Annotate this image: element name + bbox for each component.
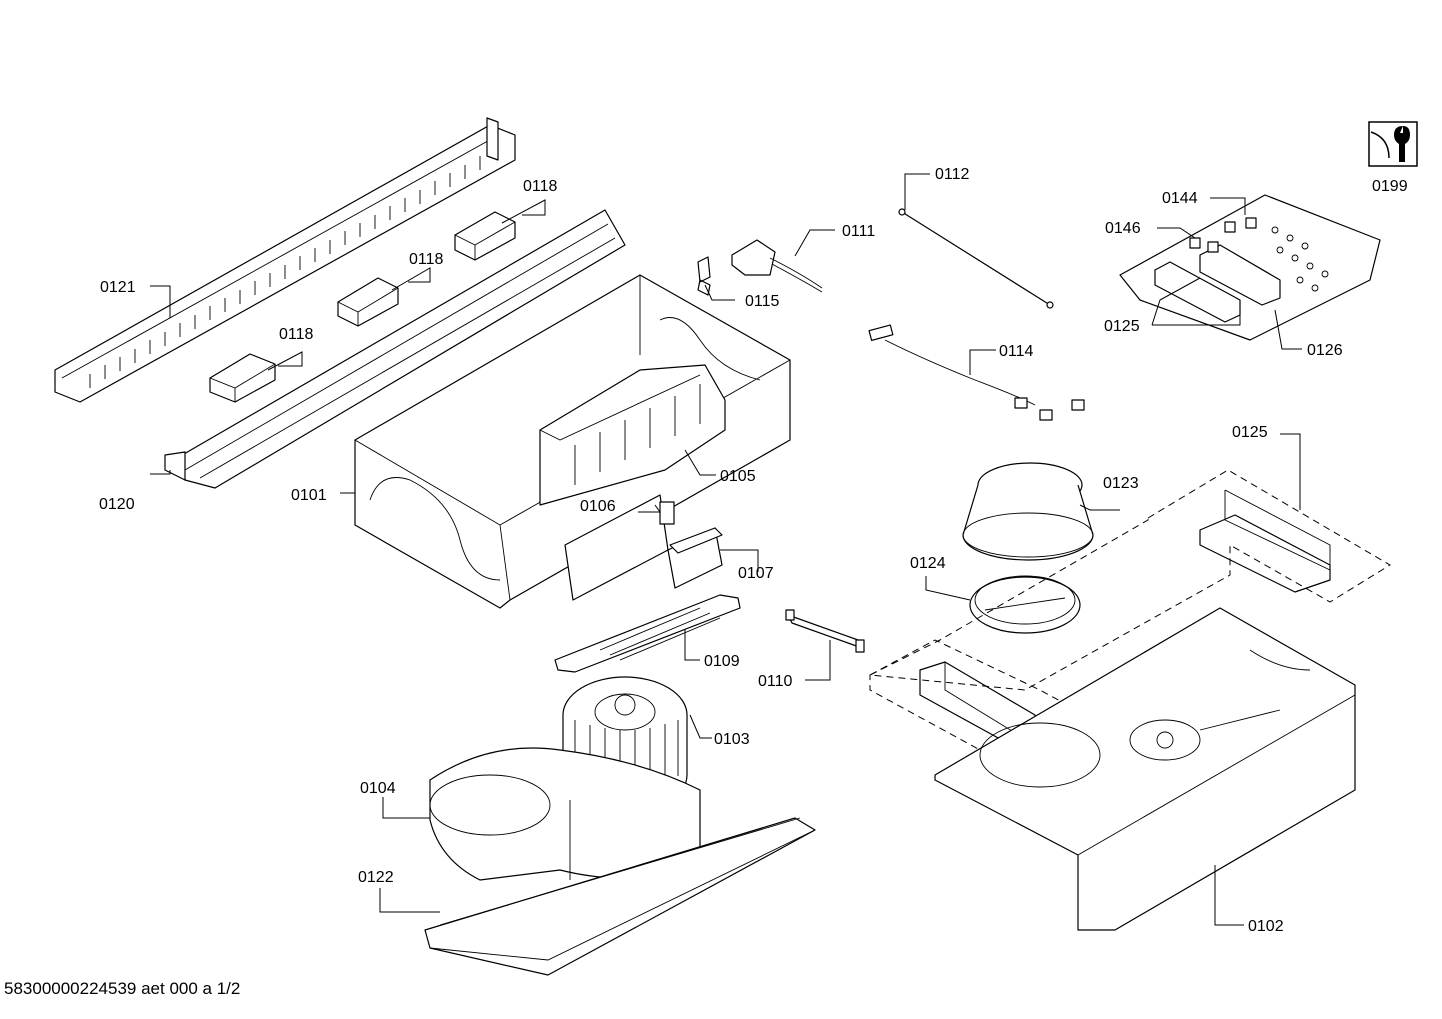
part-0120-channel	[164, 209, 626, 489]
part-0144-clip	[1224, 217, 1257, 233]
part-0122-baseplate	[424, 817, 816, 976]
label-0111: 0111	[842, 223, 875, 240]
part-0109-frame	[554, 594, 741, 673]
label-0121: 0121	[100, 279, 136, 296]
part-0126-kit	[1119, 194, 1381, 341]
label-0126: 0126	[1307, 342, 1343, 359]
part-0104-scroll	[429, 747, 701, 881]
label-0120: 0120	[99, 496, 135, 513]
label-0102: 0102	[1248, 918, 1284, 935]
part-0102-chassis	[934, 607, 1356, 931]
label-0107: 0107	[738, 565, 774, 582]
label-0114: 0114	[999, 343, 1034, 360]
label-0125-right: 0125	[1232, 424, 1268, 441]
label-0122: 0122	[358, 869, 394, 886]
label-0118-mid: 0118	[409, 251, 444, 268]
label-0104: 0104	[360, 780, 396, 797]
label-0103: 0103	[714, 731, 750, 748]
document-id-footer: 58300000224539 aet 000 a 1/2	[4, 979, 241, 998]
label-0106: 0106	[580, 498, 616, 515]
part-0107-pcb	[667, 527, 723, 589]
part-0118-box-c	[209, 353, 276, 403]
part-0105-duct	[539, 364, 726, 506]
wrench-service-icon	[1368, 121, 1418, 167]
label-0101: 0101	[291, 487, 327, 504]
label-0112: 0112	[935, 166, 970, 183]
label-0118-low: 0118	[279, 326, 314, 343]
part-0123-collar	[962, 462, 1094, 561]
part-0110-cable	[785, 609, 865, 653]
label-0105: 0105	[720, 468, 756, 485]
label-0115: 0115	[745, 293, 780, 310]
label-0125-kit: 0125	[1104, 318, 1140, 335]
part-0124-ring	[969, 575, 1081, 634]
part-0115-clip	[697, 256, 711, 296]
label-0109: 0109	[704, 653, 740, 670]
part-labels: 0121 0118 0118 0118 0120 0101 0105 0106 …	[99, 166, 1408, 935]
part-0125-bracket-right	[1199, 489, 1331, 593]
label-0110: 0110	[758, 673, 793, 690]
part-0118-box-b	[337, 277, 399, 327]
label-0199: 0199	[1372, 178, 1408, 195]
leader-lines	[150, 173, 1302, 926]
label-0124: 0124	[910, 555, 946, 572]
part-0118-box-a	[454, 211, 516, 261]
part-0112-rod	[898, 208, 1054, 309]
label-0118-top: 0118	[523, 178, 558, 195]
label-0144: 0144	[1162, 190, 1198, 207]
label-0146: 0146	[1105, 220, 1141, 237]
part-0114-harness	[868, 324, 1085, 421]
part-0111-powercord	[731, 239, 823, 293]
part-0121-rail	[54, 117, 516, 403]
assembly-outline-0125-right	[868, 469, 1391, 691]
label-0123: 0123	[1103, 475, 1139, 492]
